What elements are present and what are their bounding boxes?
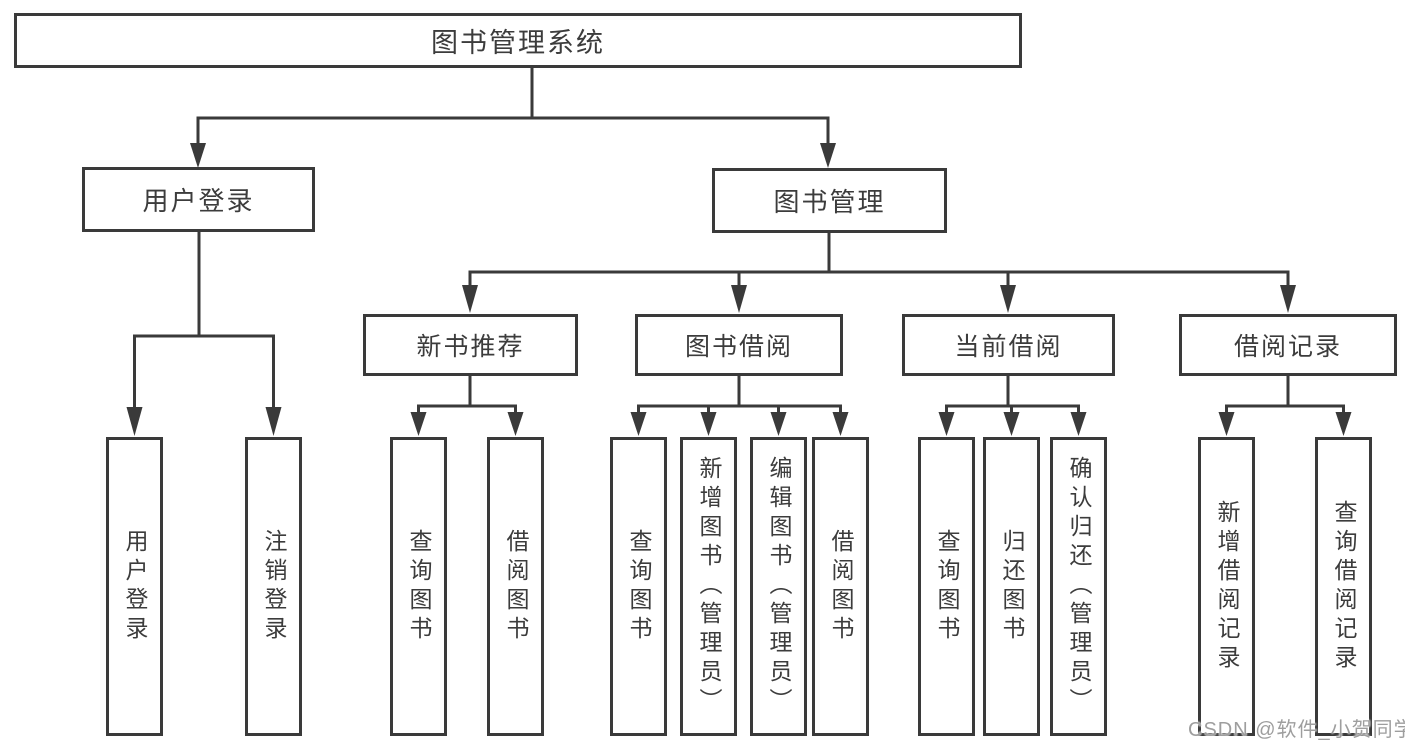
leaf-query-books-borrowing: 查询图书 [610,437,667,736]
leaf-edit-book-admin: 编辑图书（管理员） [750,437,807,736]
node-user-login: 用户登录 [82,167,315,232]
leaf-query-borrow-record: 查询借阅记录 [1315,437,1372,736]
leaf-add-book-admin: 新增图书（管理员） [680,437,737,736]
leaf-return-books: 归还图书 [983,437,1040,736]
leaf-confirm-return-admin: 确认归还（管理员） [1050,437,1107,736]
node-book-borrowing: 图书借阅 [635,314,843,376]
leaf-query-books-current: 查询图书 [918,437,975,736]
leaf-borrow-books-borrowing: 借阅图书 [812,437,869,736]
node-library-management-system: 图书管理系统 [14,13,1022,68]
node-current-borrowing: 当前借阅 [902,314,1115,376]
leaf-add-borrow-record: 新增借阅记录 [1198,437,1255,736]
leaf-user-login: 用户登录 [106,437,163,736]
leaf-query-books-recommend: 查询图书 [390,437,447,736]
watermark-csdn: CSDN @软件_小贺同学 [1188,719,1405,741]
node-new-book-recommendation: 新书推荐 [363,314,578,376]
node-borrowing-records: 借阅记录 [1179,314,1397,376]
leaf-borrow-books-recommend: 借阅图书 [487,437,544,736]
node-book-management: 图书管理 [712,168,947,233]
leaf-logout: 注销登录 [245,437,302,736]
